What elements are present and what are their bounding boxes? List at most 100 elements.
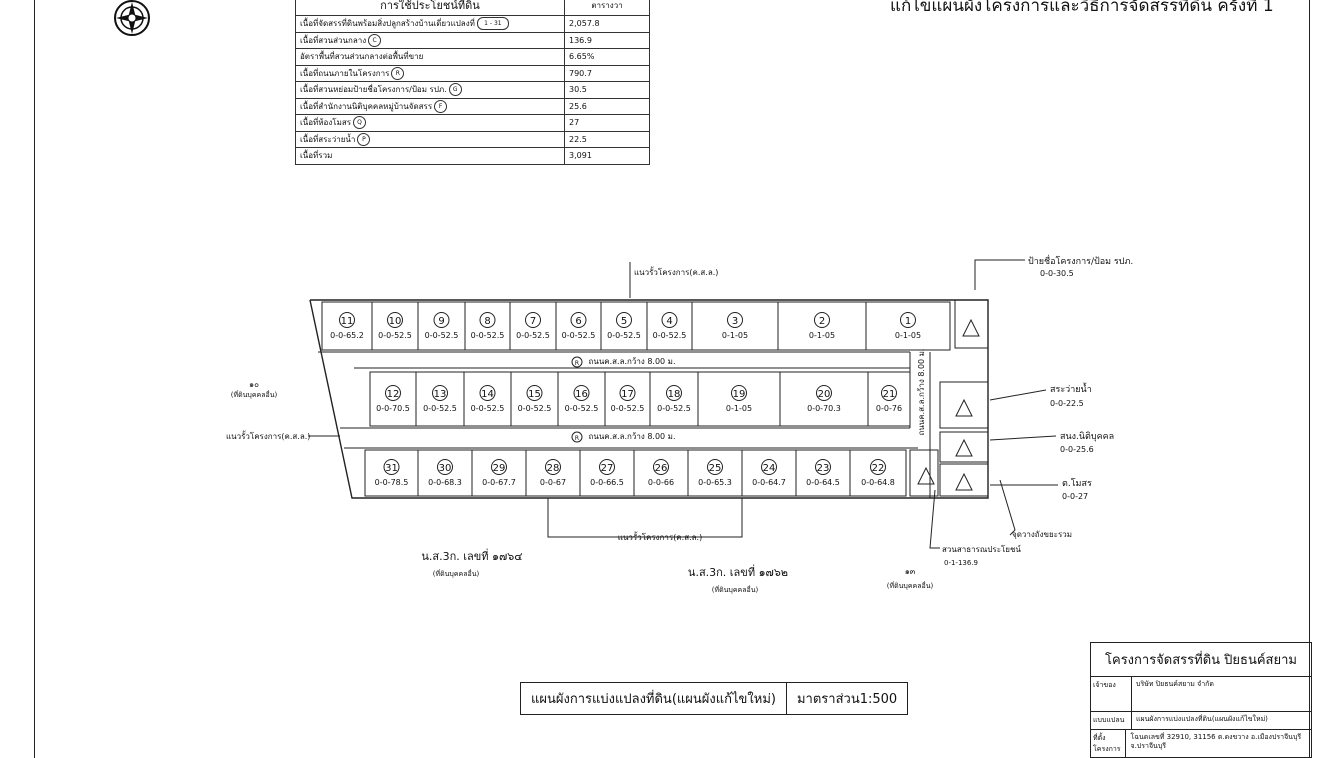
neighbor-tag: (ที่ดินบุคคลอื่น) [887,581,934,590]
lot-area: 0-0-52.5 [653,331,687,340]
lot-area: 0-0-78.5 [375,478,409,487]
plan-label: แบบแปลน [1091,712,1132,729]
park-area: 0-1-136.9 [944,559,978,567]
plan-value: แผนผังการแบ่งแปลงที่ดิน(แผนผังแก้ไขใหม่) [1136,715,1268,723]
lot-number-circle [570,312,587,328]
neighbor-bottom-no: ๑๓ [905,567,916,576]
table-row: เนื้อที่สวนหย่อมป้ายชื่อโครงการ/ป้อม รปภ… [295,81,650,99]
lot-1 [865,301,951,351]
owner-value: บริษัท ปิยธนค์สยาม จำกัด [1136,680,1214,688]
lot-number: 4 [666,316,672,327]
lot-number: 2 [819,316,825,327]
lot-number-circle [479,312,496,328]
lot-number-circle [385,385,401,401]
land-use-table: การใช้ประโยชน์ที่ดิน ตารางวา เนื้อที่จัด… [295,0,650,165]
garbage-label: จุดวางถังขยะรวม [1012,530,1072,539]
lot-number: 22 [872,463,885,474]
lot-number: 12 [387,389,400,400]
leader-line [989,435,1057,441]
lot-area: 0-0-52.5 [471,404,505,413]
lot-number: 25 [709,463,722,474]
leader-line [999,479,1016,536]
lot-area: 0-0-64.7 [752,478,786,487]
lot-area: 0-0-65.3 [698,478,732,487]
park-lot [909,449,939,497]
lot-number: 3 [732,316,738,327]
neighbor-tag: (ที่ดินบุคคลอื่น) [712,585,759,594]
neighbor-tag: (ที่ดินบุคคลอื่น) [231,390,278,399]
lot-number-circle [526,385,543,401]
lot-number-circle [545,459,561,475]
lot-number: 27 [601,463,614,474]
sign-area: 0-0-30.5 [1040,269,1074,278]
q-area: 0-0-27 [1062,492,1088,501]
lot-number-circle [816,385,832,401]
lot-number: 17 [621,389,634,400]
lot-number: 20 [818,389,831,400]
lot-area: 0-0-66.5 [590,478,624,487]
deed-2: น.ส.3ก. เลขที่ ๑๗๖๒ [688,564,788,579]
row-label-text: เนื้อที่จัดสรรที่ดินพร้อมสิ่งปลูกสร้างบ้… [300,19,475,29]
lot-number: 5 [621,316,627,327]
sign-lot [954,299,989,349]
row-label-text: เนื้อที่สระว่ายน้ำ [300,134,356,144]
road-label-1: ถนนค.ส.ล.กว้าง 8.00 ม. [589,357,676,366]
lot-area: 0-0-68.3 [428,478,462,487]
lot-number: 6 [575,316,581,327]
row-mark: G [448,83,462,97]
row-mark: F [434,99,448,113]
site-label: ที่ตั้งโครงการ [1091,730,1127,758]
lot-area: 0-1-05 [726,404,752,413]
lot-area: 0-0-52.5 [518,404,552,413]
pool-marker-icon [955,398,973,417]
lot-number: 26 [655,463,668,474]
leader-line [547,498,743,538]
lot-number-circle [814,312,830,328]
title-row-site: ที่ตั้งโครงการ โฉนดเลขที่ 32910, 31156 ต… [1091,730,1311,758]
row-label-text: เนื้อที่ห้องโมสร [300,118,352,128]
lot-21 [867,371,911,427]
lot-area: 0-0-76 [876,404,902,413]
lot-area: 0-0-64.8 [861,478,895,487]
lot-number: 7 [530,316,536,327]
lot-number-circle [619,385,636,401]
project-name: โครงการจัดสรรที่ดิน ปิยธนค์สยาม [1091,643,1311,677]
table-title: การใช้ประโยชน์ที่ดิน [295,0,565,16]
lot-number-circle [731,385,747,401]
row-mark: Q [353,116,367,130]
lot-number-circle [525,312,541,328]
row-label-text: เนื้อที่ถนนภายในโครงการ [300,68,390,78]
lot-number-circle [761,459,777,475]
lot-area: 0-0-52.5 [611,404,645,413]
lot-number: 8 [484,316,490,327]
row-label-text: อัตราพื้นที่สวนส่วนกลางต่อพื้นที่ขาย [300,52,424,62]
lot-area: 0-0-70.3 [807,404,841,413]
park-label: สวนสาธารณประโยชน์ [942,544,1021,554]
lot-area: 0-0-52.5 [378,331,412,340]
lot-number: 16 [575,389,588,400]
lot-22 [849,449,907,497]
lot-number: 11 [341,316,354,327]
lot-area: 0-0-64.5 [806,478,840,487]
lot-area: 0-0-67 [540,478,566,487]
row-value: 3,091 [564,147,650,165]
lot-area: 0-0-52.5 [516,331,550,340]
road-mark-icon [571,431,583,443]
row-mark: P [357,132,371,146]
lot-number-circle [900,312,916,328]
office-label: สนง.นิติบุคคล [1060,431,1114,442]
lot-number-circle [387,312,403,328]
park-marker-icon [917,466,935,485]
plan-caption: แผนผังการแบ่งแปลงที่ดิน(แผนผังแก้ไขใหม่)… [520,682,909,715]
lot-number: 23 [817,463,830,474]
lot-number: 9 [438,316,444,327]
neighbor-tag: (ที่ดินบุคคลอื่น) [433,569,480,578]
sign-marker-icon [962,318,980,337]
title-row-plan: แบบแปลน แผนผังการแบ่งแปลงที่ดิน(แผนผังแก… [1091,712,1311,730]
lot-number: 1 [905,316,911,327]
title-block: โครงการจัดสรรที่ดิน ปิยธนค์สยาม เจ้าของ … [1090,642,1312,758]
lot-number: 14 [481,389,494,400]
fence-left: แนวรั้วโครงการ(ค.ส.ล.) [226,430,310,441]
